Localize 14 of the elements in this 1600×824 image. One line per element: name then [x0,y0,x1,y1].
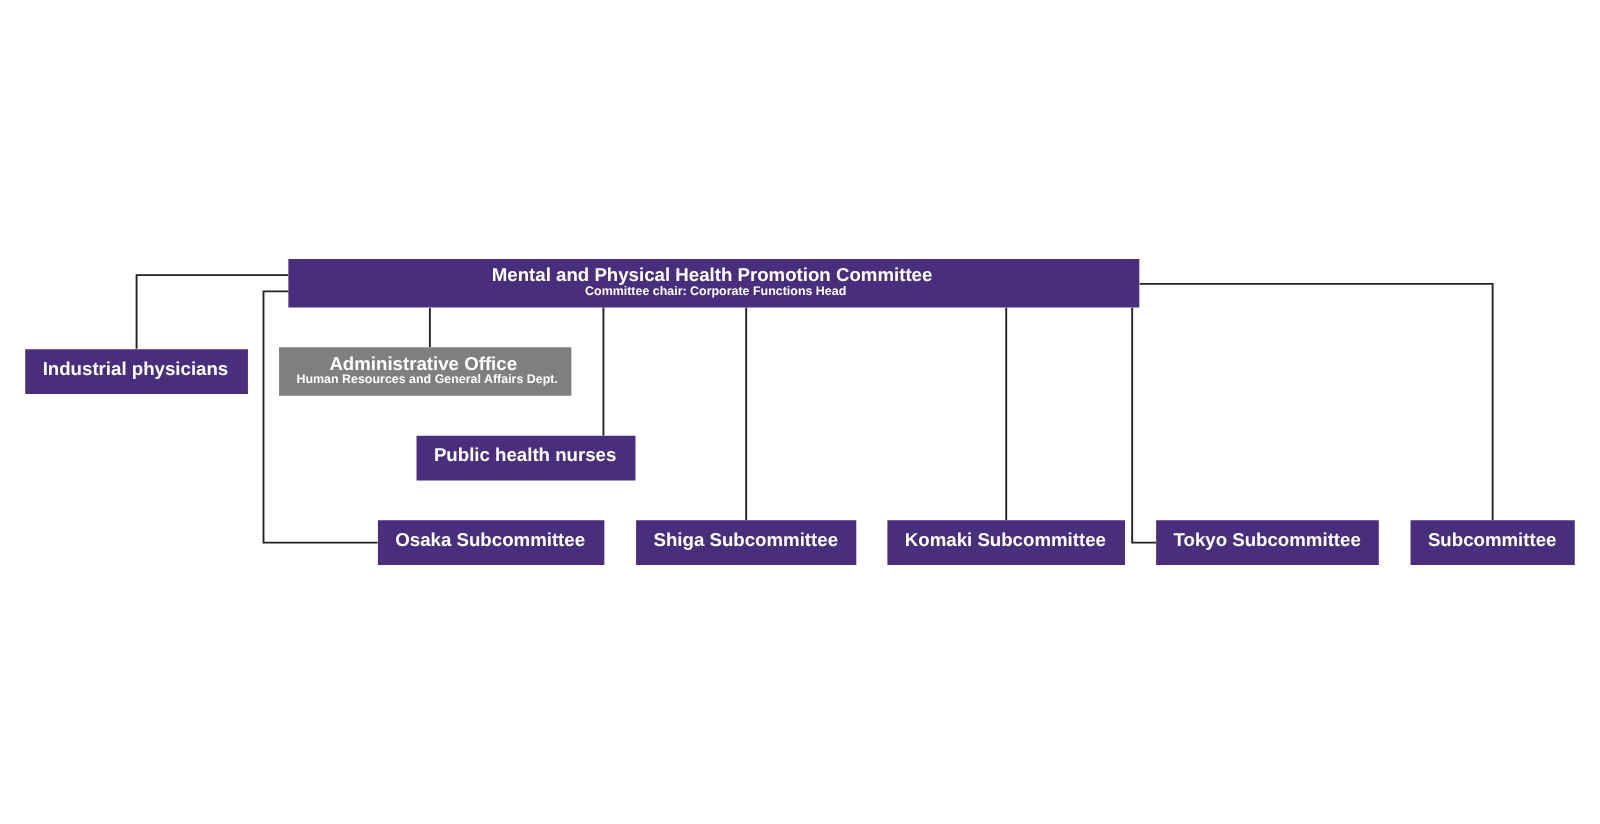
connector [602,306,605,437]
connector [1138,282,1494,522]
connector [1005,306,1008,521]
node-box: Tokyo Subcommittee [1156,520,1379,565]
connector [262,290,379,544]
connector [745,306,748,521]
node-box: Osaka Subcommittee [377,520,605,565]
node-box: Shiga Subcommittee [636,520,857,565]
connector [135,274,290,350]
connector [428,306,431,349]
node-box: Industrial physicians [25,349,248,394]
node-box: Public health nurses [416,435,636,481]
node-box: Komaki Subcommittee [887,520,1125,565]
node-box: Subcommittee [1410,520,1575,565]
